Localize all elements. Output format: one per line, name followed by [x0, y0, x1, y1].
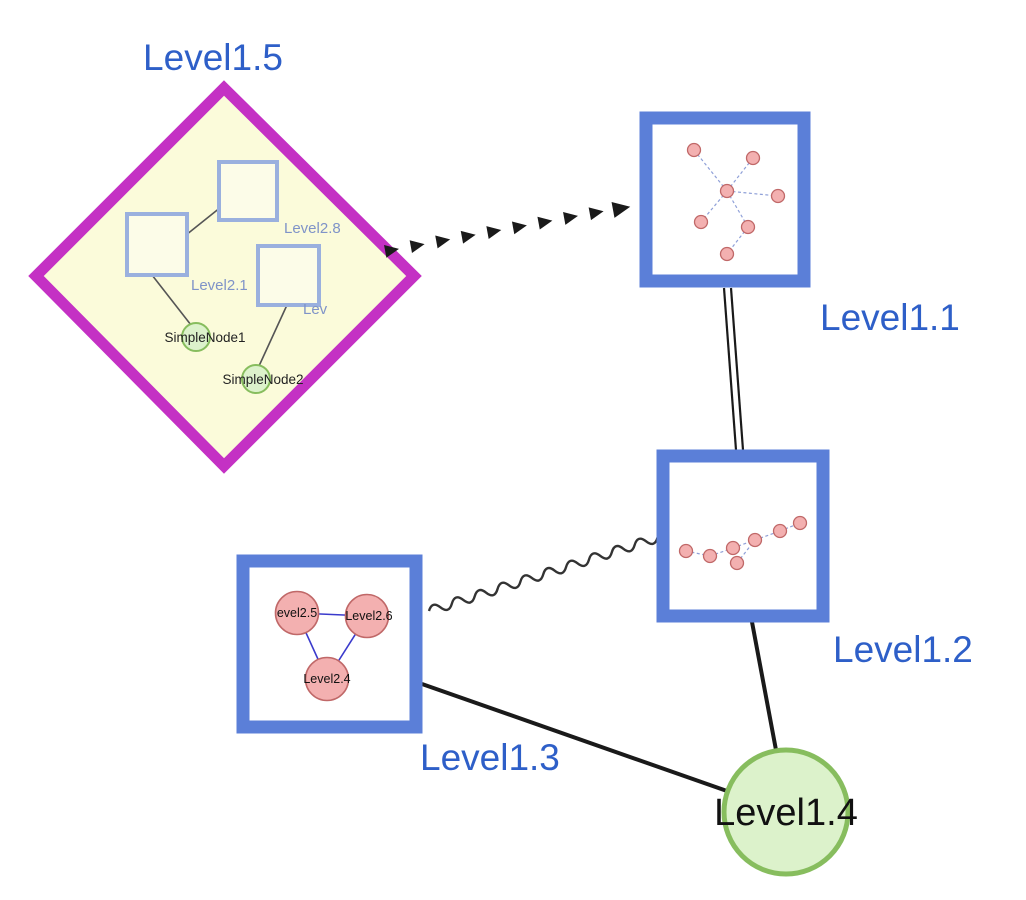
level11-label: Level1.1 — [820, 297, 960, 338]
node-level15: Level2.8 Level2.1 Lev SimpleNode1 Simple… — [28, 80, 422, 474]
edge-level13-level12-wavy — [427, 537, 659, 612]
node-level24[interactable] — [304, 656, 350, 702]
node-level25[interactable] — [274, 590, 320, 636]
node-lev[interactable] — [256, 244, 321, 307]
simplenode1-label: SimpleNode1 — [164, 330, 245, 345]
edge-level13-level14 — [421, 682, 728, 793]
level11-subnode[interactable] — [719, 183, 735, 199]
level12-label: Level1.2 — [833, 629, 973, 670]
level11-subnode[interactable] — [686, 142, 702, 158]
level13-box[interactable] — [236, 554, 423, 734]
node-level11 — [639, 111, 811, 288]
node-level26[interactable] — [344, 593, 390, 639]
level11-subnode[interactable] — [719, 246, 735, 262]
level15-label: Level1.5 — [143, 37, 283, 78]
level12-subnode[interactable] — [772, 523, 788, 539]
level11-subnodes — [686, 142, 786, 262]
level11-subnode[interactable] — [693, 214, 709, 230]
level12-subnode[interactable] — [729, 555, 745, 571]
node-level28[interactable] — [217, 160, 279, 222]
node-level12 — [656, 449, 830, 623]
level14-label: Level1.4 — [714, 792, 858, 834]
level26-label: Level2.6 — [345, 609, 392, 623]
level11-subnode[interactable] — [770, 188, 786, 204]
level25-label: evel2.5 — [277, 606, 317, 620]
edge-level11-level12-double — [722, 287, 745, 451]
level11-subnode[interactable] — [740, 219, 756, 235]
level12-subnode[interactable] — [747, 532, 763, 548]
simplenode2-label: SimpleNode2 — [222, 372, 303, 387]
node-level21[interactable] — [125, 212, 189, 277]
level12-subnode[interactable] — [702, 548, 718, 564]
level28-label: Level2.8 — [284, 220, 341, 237]
level21-label: Level2.1 — [191, 277, 248, 294]
level15-inner-edge — [151, 274, 192, 326]
level13-label: Level1.3 — [420, 737, 560, 778]
edge-level12-level14 — [750, 621, 778, 751]
level15-diamond-shape[interactable] — [28, 80, 422, 474]
edge-level15-level11-arrow — [384, 198, 632, 258]
node-level13: evel2.5 Level2.6 Level2.4 — [236, 554, 423, 734]
node-level14[interactable] — [721, 747, 851, 877]
level12-subnodes — [678, 515, 808, 571]
lev-label: Lev — [303, 301, 328, 318]
level12-box[interactable] — [656, 449, 830, 623]
level12-subnode[interactable] — [792, 515, 808, 531]
level15-inner-edge — [258, 304, 288, 367]
level11-subnode[interactable] — [745, 150, 761, 166]
level15-inner-edge — [185, 206, 222, 236]
level24-label: Level2.4 — [303, 672, 350, 686]
level12-subnode[interactable] — [678, 543, 694, 559]
node-simplenode1[interactable] — [181, 322, 211, 352]
level12-subnode[interactable] — [725, 540, 741, 556]
node-simplenode2[interactable] — [241, 364, 271, 394]
